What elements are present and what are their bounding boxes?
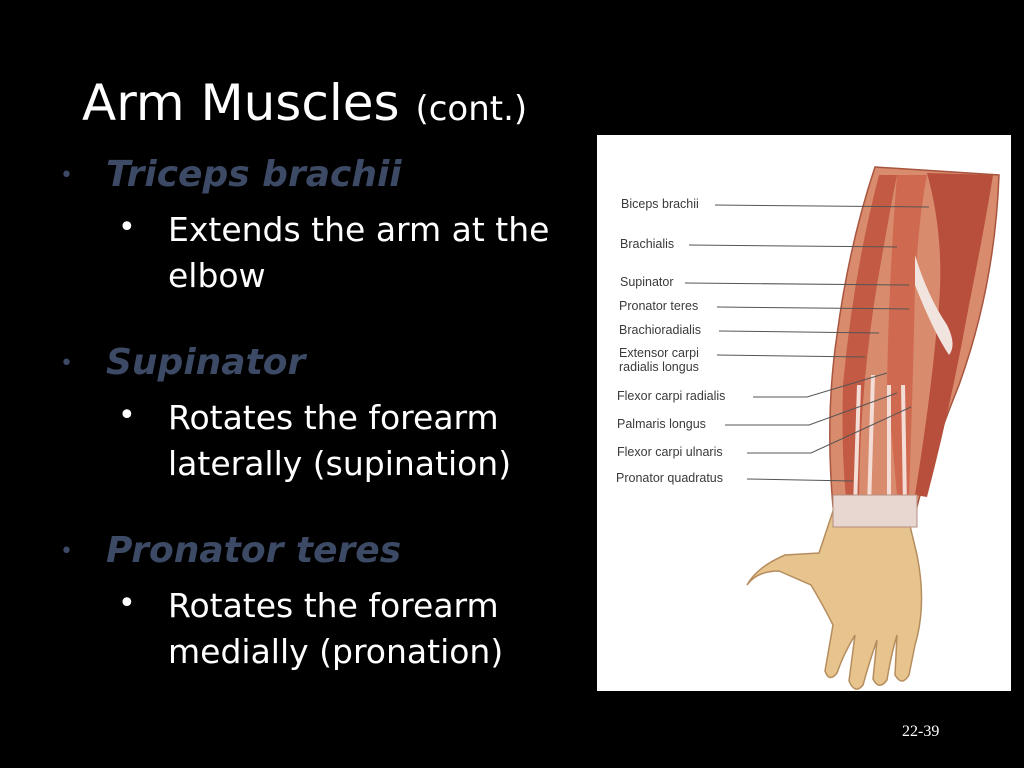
title-main: Arm Muscles (82, 74, 400, 132)
leader-line (684, 282, 910, 286)
leader-line (718, 330, 880, 334)
bullet-dot: • (60, 163, 73, 188)
term-item: • Pronator teres (58, 528, 578, 573)
bullet-dot: • (118, 586, 136, 622)
term-item: • Supinator (58, 340, 578, 385)
leader-line (688, 244, 898, 248)
hand-shape (746, 504, 923, 690)
description-item: • Extends the arm at the elbow (118, 207, 578, 298)
term-item: • Triceps brachii (58, 152, 578, 197)
bullet-dot: • (60, 351, 73, 377)
figure-label: Pronator teres (619, 299, 698, 313)
forearm-illustration: Biceps brachii Brachialis Supinator Pron… (616, 166, 1000, 690)
description-text: Extends the arm at the elbow (168, 210, 550, 295)
description-text: Rotates the forearm laterally (supinatio… (168, 398, 512, 483)
leader-line (716, 354, 866, 358)
term-label: Triceps brachii (106, 154, 402, 195)
figure-label: Brachioradialis (619, 323, 701, 337)
leader-lines (684, 204, 930, 482)
forearm-anatomy-figure: Biceps brachii Brachialis Supinator Pron… (597, 135, 1011, 691)
figure-label: Brachialis (620, 237, 674, 251)
wrist-band (832, 494, 918, 528)
figure-label: radialis longus (619, 360, 699, 374)
flexor-muscle (887, 175, 927, 495)
bullet-dot: • (118, 210, 136, 245)
leader-line (746, 478, 854, 482)
title-suffix: (cont.) (415, 89, 528, 129)
bullet-dot: • (118, 398, 136, 434)
slide-title: Arm Muscles (cont.) (82, 76, 527, 131)
figure-label: Biceps brachii (621, 197, 699, 211)
figure-label: Extensor carpi (619, 346, 699, 360)
leader-line (753, 372, 888, 398)
figure-label: Supinator (620, 275, 674, 289)
description-text: Rotates the forearm medially (pronation) (168, 586, 504, 671)
leader-line (725, 392, 898, 426)
term-label: Pronator teres (106, 530, 402, 572)
figure-label: Pronator quadratus (616, 471, 723, 485)
description-item: • Rotates the forearm laterally (supinat… (118, 395, 578, 486)
page-number: 22-39 (902, 723, 940, 740)
term-label: Supinator (106, 342, 306, 384)
leader-line (714, 204, 930, 208)
figure-label: Flexor carpi radialis (617, 389, 725, 403)
biceps-tendon (915, 255, 953, 355)
leader-line (716, 306, 910, 310)
forearm-tendons (853, 374, 907, 508)
biceps-muscle (915, 173, 993, 497)
figure-label: Flexor carpi ulnaris (617, 445, 723, 459)
bullet-dot: • (60, 539, 73, 565)
figure-label: Palmaris longus (617, 417, 706, 431)
bullet-list: • Triceps brachii • Extends the arm at t… (58, 152, 578, 674)
leader-line (747, 406, 912, 454)
description-item: • Rotates the forearm medially (pronatio… (118, 583, 578, 674)
